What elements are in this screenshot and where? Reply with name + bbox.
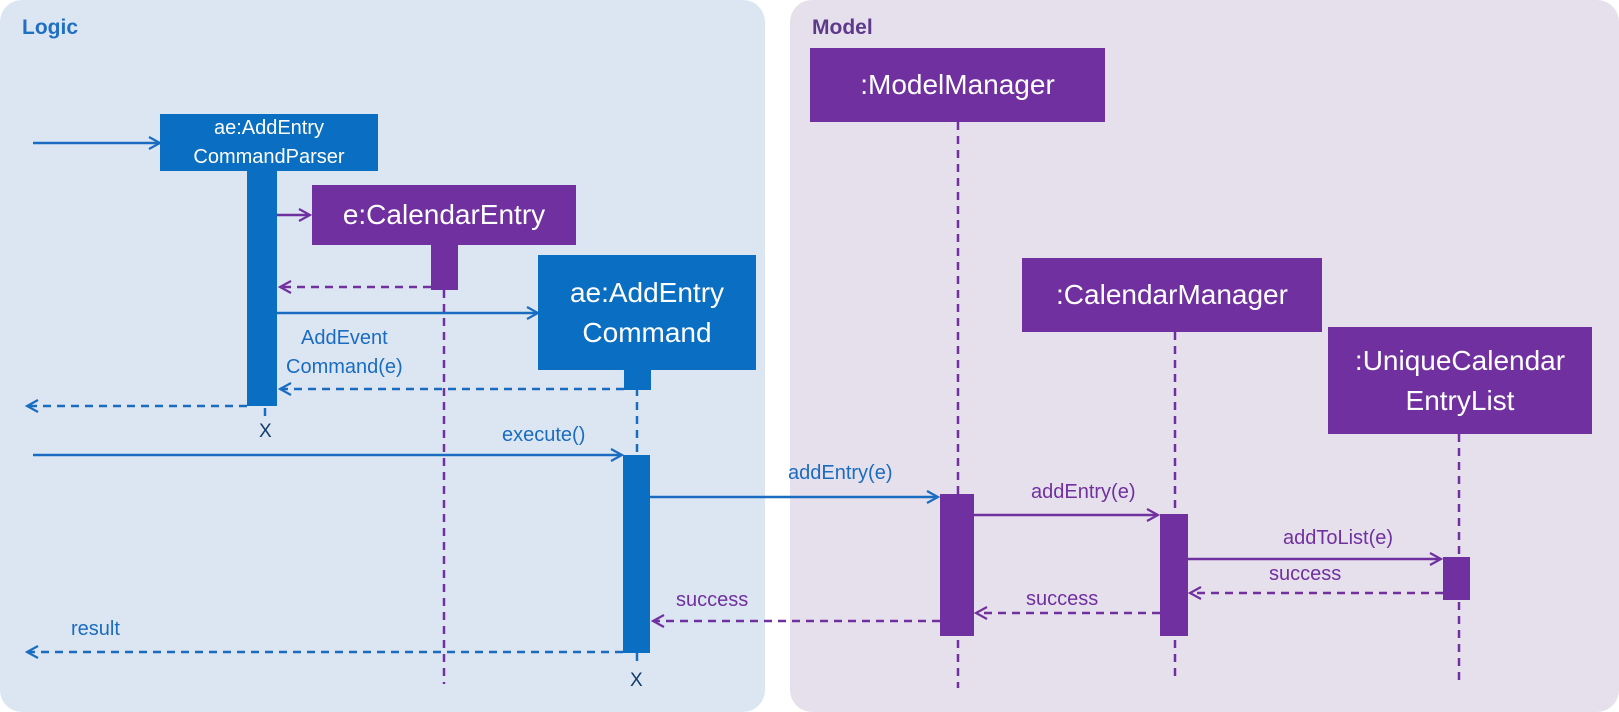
participant-unique-list: :UniqueCalendar EntryList [1328, 327, 1592, 434]
activation-calendar-entry [431, 244, 458, 290]
activation-parser [247, 170, 277, 406]
label-result: result [71, 618, 120, 640]
activation-calendar-manager [1160, 514, 1188, 636]
participant-calendar-entry: e:CalendarEntry [312, 185, 576, 245]
label-success-model: success [676, 589, 749, 611]
destroy-mark-command: X [630, 670, 643, 691]
participant-parser: ae:AddEntry CommandParser [160, 114, 378, 171]
model-frame-title: Model [812, 16, 873, 39]
label-execute: execute() [502, 424, 586, 446]
activation-command [623, 455, 650, 653]
activation-command-create [624, 370, 651, 390]
label-add-entry-calendar: addEntry(e) [1031, 481, 1136, 503]
label-add-to-list: addToList(e) [1283, 527, 1394, 549]
participant-add-entry-command: ae:AddEntry Command [538, 255, 756, 370]
label-add-entry-model: addEntry(e) [788, 462, 893, 484]
logic-frame-title: Logic [22, 16, 78, 39]
participant-model-manager: :ModelManager [810, 48, 1105, 122]
label-success-calendar: success [1026, 588, 1099, 610]
destroy-mark-parser: X [259, 421, 272, 442]
label-add-event-command: AddEvent Command(e) [286, 327, 403, 378]
activation-unique-list [1443, 557, 1470, 600]
participant-calendar-manager: :CalendarManager [1022, 258, 1322, 332]
label-success-list: success [1269, 563, 1342, 585]
activation-model-manager [940, 494, 974, 636]
